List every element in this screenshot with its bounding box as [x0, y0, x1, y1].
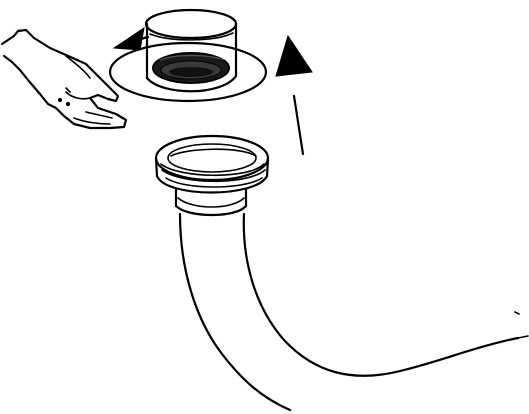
- cap-top-rim: [144, 8, 238, 40]
- hose-nut-cap: [108, 8, 268, 103]
- hose-fitting: [154, 134, 270, 216]
- lift-arrow-icon: [275, 34, 313, 156]
- rotation-arrow-icon: [112, 26, 150, 51]
- hand-icon: [0, 28, 128, 130]
- hose: [178, 212, 529, 412]
